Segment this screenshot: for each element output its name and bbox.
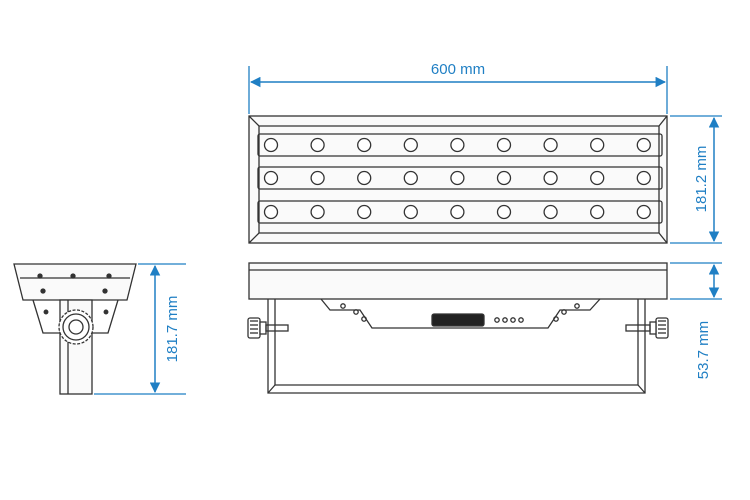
button-1 [494, 317, 500, 323]
led-lens [403, 204, 418, 220]
led-lens [636, 204, 651, 220]
led-lens [403, 170, 418, 186]
led-lens [496, 204, 512, 220]
front-bevel-bottom [248, 232, 668, 244]
led-lens [357, 137, 372, 153]
led-lens [450, 170, 465, 186]
button-3 [510, 317, 516, 323]
led-lens [310, 137, 325, 153]
led-lens [590, 137, 605, 153]
led-lens [450, 204, 465, 220]
led-lens [263, 137, 279, 153]
led-lens [263, 204, 279, 220]
led-grid [263, 137, 651, 220]
led-row-3 [257, 200, 663, 224]
led-lens [543, 137, 558, 153]
led-lens [357, 170, 372, 186]
side-housing [248, 262, 668, 300]
mounting-bracket [267, 299, 646, 394]
led-lens [403, 137, 418, 153]
led-lens [263, 170, 279, 186]
display-screen [431, 313, 485, 327]
width-dimension: 600 mm [248, 61, 668, 114]
side-height-label: 181.7 mm [164, 296, 181, 363]
led-lens [450, 137, 465, 153]
button-4 [518, 317, 524, 323]
depth-dimension: 53.7 mm [670, 262, 722, 379]
led-lens [636, 137, 651, 153]
led-lens [310, 170, 325, 186]
side-height-dimension: 181.7 mm [94, 263, 186, 395]
control-panel [320, 298, 601, 329]
right-knob [625, 317, 669, 339]
led-lens [636, 170, 651, 186]
side-view [247, 262, 669, 394]
front-height-label: 181.2 mm [693, 146, 710, 213]
led-row-1 [257, 133, 663, 157]
width-label: 600 mm [431, 61, 485, 78]
front-bevel-top [248, 115, 668, 127]
led-lens [543, 170, 558, 186]
led-row-2 [257, 166, 663, 190]
led-lens [496, 137, 512, 153]
led-lens [543, 204, 558, 220]
button-2 [502, 317, 508, 323]
left-knob [247, 317, 289, 339]
led-lens [590, 170, 605, 186]
led-lens [357, 204, 372, 220]
end-housing [13, 263, 137, 301]
front-height-dimension: 181.2 mm [670, 115, 722, 244]
led-lens [310, 204, 325, 220]
led-lens [590, 204, 605, 220]
led-lens [496, 170, 512, 186]
front-view [248, 115, 668, 244]
depth-label: 53.7 mm [695, 321, 712, 379]
end-view [13, 263, 137, 395]
